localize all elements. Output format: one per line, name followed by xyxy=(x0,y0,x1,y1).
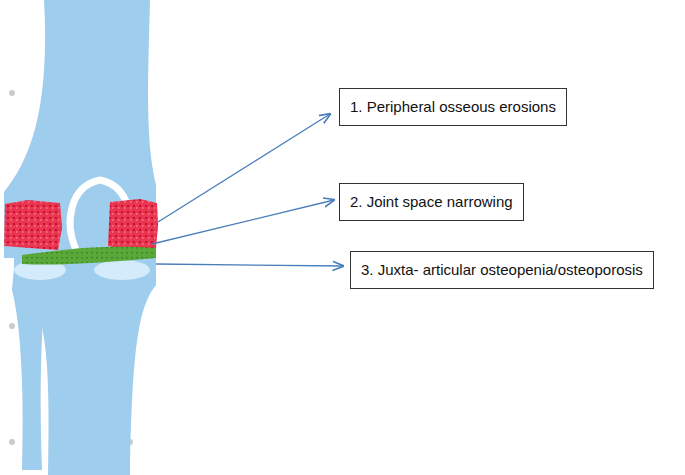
finding-box: 3. Juxta- articular osteopenia/osteoporo… xyxy=(350,251,654,289)
joint-space-narrowing xyxy=(22,247,156,265)
finding-text: 3. Juxta- articular osteopenia/osteoporo… xyxy=(361,261,643,278)
leader-arrow xyxy=(158,114,330,222)
erosions-left xyxy=(4,200,62,250)
tibial-plateau xyxy=(94,260,150,280)
leader-arrows xyxy=(152,114,343,266)
erosions-right xyxy=(108,199,158,250)
finding-text: 2. Joint space narrowing xyxy=(350,193,513,210)
tibia xyxy=(14,258,156,475)
leader-arrow xyxy=(152,200,334,244)
leader-arrow xyxy=(156,264,343,266)
finding-box: 2. Joint space narrowing xyxy=(339,183,524,221)
finding-box: 1. Peripheral osseous erosions xyxy=(339,88,567,126)
finding-text: 1. Peripheral osseous erosions xyxy=(350,98,556,115)
